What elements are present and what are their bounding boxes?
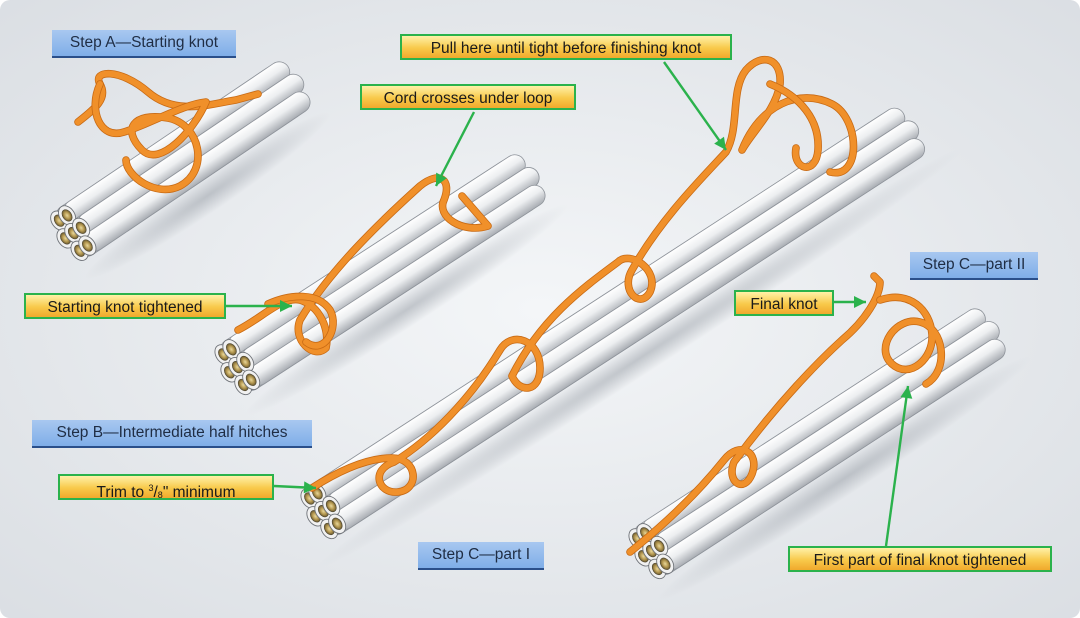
arrow-first-part: [884, 385, 913, 547]
step-a-label: Step A—Starting knot: [52, 30, 236, 58]
trim-denominator: 8: [157, 490, 163, 500]
arrow-pull-here: [663, 61, 727, 151]
conductor: [245, 373, 257, 386]
cord-step-a-loop: [92, 81, 209, 193]
callout-arrows: [226, 61, 913, 547]
cord-crosses-callout: Cord crosses under loop: [360, 84, 576, 110]
conductor: [659, 557, 671, 570]
cord-step-c1: [309, 56, 857, 496]
starting-knot-tightened-callout: Starting knot tightened: [24, 293, 226, 319]
bundle-shadow: [85, 112, 331, 280]
conductor: [653, 539, 665, 553]
step-c-part-1-label: Step C—part I: [418, 542, 544, 570]
pull-here-callout: Pull here until tight before finishing k…: [400, 34, 732, 60]
cord-step-b-knot: [265, 293, 337, 349]
conductor: [82, 239, 93, 252]
conductor: [61, 209, 73, 222]
conductor: [239, 355, 251, 369]
conductor: [226, 343, 237, 356]
trim-numerator: 3: [148, 483, 154, 493]
conductor: [325, 499, 337, 513]
trim-callout: Trim to 3/8" minimum: [58, 474, 274, 501]
bundle-shadow: [245, 203, 569, 416]
first-part-tightened-callout: First part of final knot tightened: [788, 546, 1052, 572]
trim-suffix: " minimum: [162, 484, 236, 501]
arrow-cord-crosses: [434, 111, 476, 187]
cord-step-c2: [627, 273, 883, 555]
bundle-shadow: [316, 148, 963, 569]
step-b-label: Step B—Intermediate half hitches: [32, 420, 312, 448]
arrow-final-knot: [834, 296, 866, 308]
final-knot-callout: Final knot: [734, 290, 834, 316]
conductor: [331, 517, 343, 530]
bundle-step-c2: [628, 308, 1031, 601]
lacing-cords: [74, 56, 945, 556]
trim-prefix: Trim to: [96, 484, 149, 501]
step-c-part-2-label: Step C—part II: [910, 252, 1038, 280]
conductor: [75, 221, 87, 234]
cord-step-c2-knot: [877, 294, 945, 387]
arrow-trim: [273, 481, 317, 494]
arrow-starting-knot: [226, 300, 292, 312]
bundle-shadow: [656, 356, 1031, 601]
cord-step-c1-loop: [767, 81, 822, 171]
